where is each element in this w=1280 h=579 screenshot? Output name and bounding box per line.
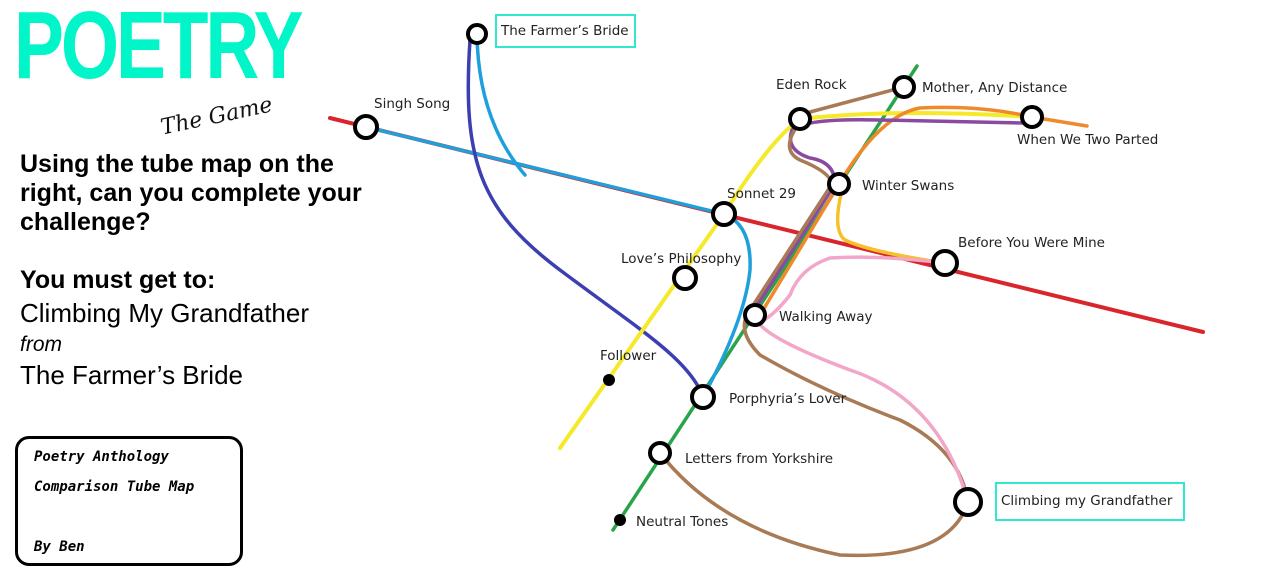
station-farmers-bride[interactable]: The Farmer’s Bride [466,14,636,48]
svg-text:Follower: Follower [600,348,657,364]
svg-text:When We Two Parted: When We Two Parted [1017,132,1158,148]
credit-card: Poetry Anthology Comparison Tube Map By … [15,436,243,566]
station-winter-swans[interactable]: Winter Swans [827,172,954,196]
card-author: By Ben [34,539,85,555]
station-before-you-were-mine[interactable]: Before You Were Mine [931,235,1105,277]
station-singh-song[interactable]: Singh Song [353,96,450,140]
svg-text:The Farmer’s Bride: The Farmer’s Bride [500,23,629,39]
station-when-we-two-parted[interactable]: When We Two Parted [1017,105,1158,148]
station-neutral-tones[interactable]: Neutral Tones [614,514,728,530]
destination: Climbing My Grandfather [20,298,309,328]
svg-text:Love’s Philosophy: Love’s Philosophy [621,251,741,267]
line-dark-blue [466,38,705,399]
svg-text:Walking Away: Walking Away [779,309,873,325]
svg-text:Climbing my Grandfather: Climbing my Grandfather [1001,493,1173,509]
station-walking-away[interactable]: Walking Away [743,303,873,327]
line-light-blue [364,125,752,399]
line-gold [835,188,947,265]
station-porphyrias-lover[interactable]: Porphyria’s Lover [690,384,847,410]
logo-title: POETRY [14,0,304,99]
card-line-2: Comparison Tube Map [34,479,195,495]
station-letters-from-yorkshire[interactable]: Letters from Yorkshire [648,441,833,467]
svg-text:Singh Song: Singh Song [374,96,450,112]
svg-text:Winter Swans: Winter Swans [862,178,954,194]
must-label: You must get to: [20,266,216,294]
svg-text:Mother, Any Distance: Mother, Any Distance [922,80,1067,96]
from-label: from [20,333,62,356]
origin: The Farmer’s Bride [20,360,243,390]
station-loves-philosophy[interactable]: Love’s Philosophy [621,251,741,291]
station-climbing-my-grandfather[interactable]: Climbing my Grandfather [953,482,1185,521]
card-line-1: Poetry Anthology [34,449,169,465]
station-eden-rock[interactable]: Eden Rock [776,77,847,131]
station-follower[interactable]: Follower [600,348,657,386]
line-brown [658,85,970,558]
svg-text:Eden Rock: Eden Rock [776,77,847,93]
line-purple [749,117,1027,317]
challenge-question: Using the tube map on the right, can you… [20,150,362,236]
station-sonnet-29[interactable]: Sonnet 29 [711,186,796,227]
svg-text:Sonnet 29: Sonnet 29 [727,186,796,202]
station-mother-any-distance[interactable]: Mother, Any Distance [892,75,1067,99]
svg-text:Porphyria’s Lover: Porphyria’s Lover [729,391,847,407]
svg-text:Neutral Tones: Neutral Tones [636,514,728,530]
line-light-blue-branch [475,32,527,177]
svg-text:Before You Were Mine: Before You Were Mine [958,235,1105,251]
line-orange [758,105,1089,317]
svg-text:Letters from Yorkshire: Letters from Yorkshire [685,451,833,467]
